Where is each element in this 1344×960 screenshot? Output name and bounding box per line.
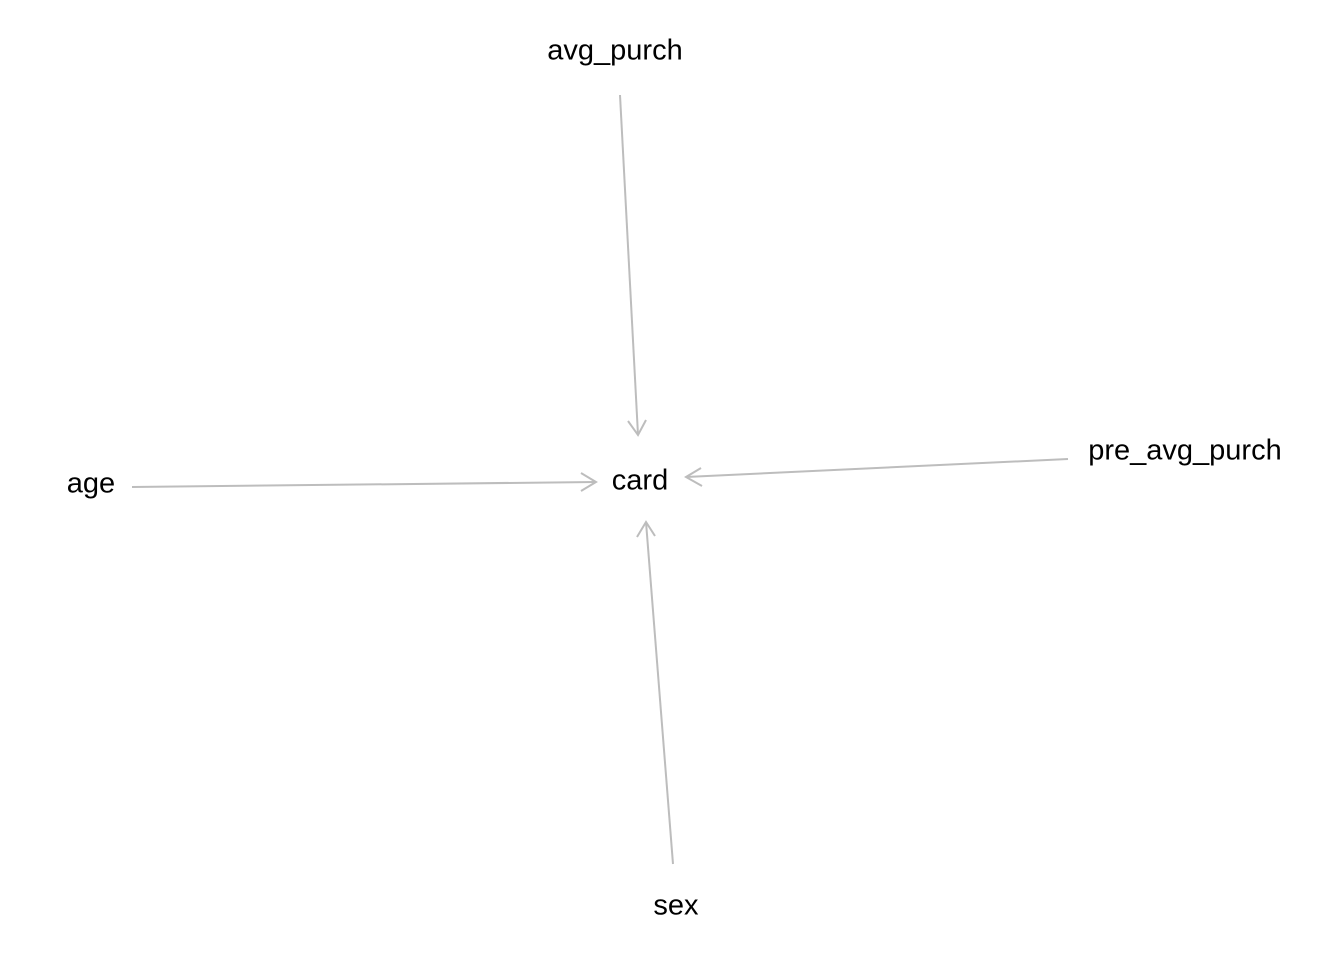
arrowhead-icon [627,419,647,437]
edge-layer [131,94,1069,865]
arrowhead-icon [636,520,656,538]
edge-line [685,458,1069,478]
edge-age-to-card [131,472,598,492]
arrowhead-icon [580,472,598,492]
node-avg-purch: avg_purch [547,35,682,67]
node-layer: avg_purch age card pre_avg_purch sex [67,35,1282,922]
edge-line [645,521,674,865]
node-sex: sex [653,890,699,922]
node-card: card [612,465,668,497]
edge-sex-to-card [636,520,674,865]
arrowhead-icon [684,467,703,487]
edge-pre-avg-purch-to-card [684,458,1069,487]
edge-avg-purch-to-card [619,94,647,437]
node-age: age [67,468,115,500]
node-pre-avg-purch: pre_avg_purch [1088,435,1281,467]
edge-line [131,481,597,488]
edge-line [619,94,639,436]
